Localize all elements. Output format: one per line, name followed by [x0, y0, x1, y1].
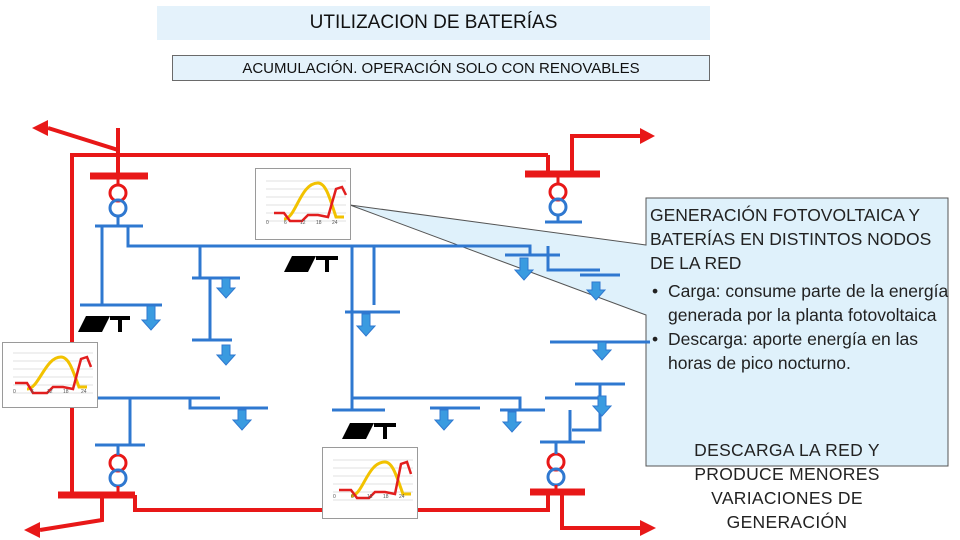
load-arrow	[140, 305, 162, 331]
x-tick: 24	[81, 389, 87, 395]
x-tick: 18	[383, 494, 389, 500]
callout-text: GENERACIÓN FOTOVOLTAICA Y BATERÍAS EN DI…	[650, 203, 950, 375]
load-arrow	[355, 313, 377, 337]
x-tick: 6	[31, 389, 34, 395]
x-tick: 12	[47, 389, 53, 395]
battery-icon	[110, 316, 130, 332]
x-tick: 24	[332, 220, 338, 226]
load-arrow	[585, 281, 607, 301]
load-arrow	[591, 341, 613, 361]
x-tick: 0	[13, 389, 16, 395]
load-arrow	[215, 277, 237, 299]
load-arrow	[433, 409, 455, 431]
pv-battery-symbol-center	[284, 256, 338, 272]
transformer-top-right	[548, 174, 568, 217]
x-tick: 18	[63, 389, 69, 395]
callout-bullet-list: Carga: consume parte de la energía gener…	[650, 279, 950, 375]
transformer-bottom-left	[108, 453, 128, 495]
callout-bullet-carga: Carga: consume parte de la energía gener…	[650, 279, 950, 327]
x-tick: 6	[284, 220, 287, 226]
x-tick: 12	[367, 494, 373, 500]
pv-panel-icon	[342, 423, 374, 439]
page-title: UTILIZACION DE BATERÍAS	[157, 6, 710, 40]
battery-icon	[316, 256, 338, 272]
x-tick: 12	[300, 220, 306, 226]
battery-icon	[374, 423, 396, 439]
load-arrow	[591, 395, 613, 417]
mini-chart-left: 0 6 12 18 24	[2, 342, 98, 408]
page-subtitle: ACUMULACIÓN. OPERACIÓN SOLO CON RENOVABL…	[172, 55, 710, 81]
x-tick: 0	[266, 220, 269, 226]
load-arrow	[513, 257, 535, 281]
x-tick: 0	[333, 494, 336, 500]
load-arrow	[215, 344, 237, 366]
callout-heading: GENERACIÓN FOTOVOLTAICA Y BATERÍAS EN DI…	[650, 205, 932, 273]
load-arrow	[501, 411, 523, 433]
pv-battery-symbol-bottom	[342, 423, 396, 439]
x-tick: 18	[316, 220, 322, 226]
transformer-bottom-right	[546, 452, 566, 492]
conclusion-text: DESCARGA LA RED Y PRODUCE MENORES VARIAC…	[694, 440, 880, 532]
x-tick: 6	[351, 494, 354, 500]
mini-chart-bottom: 0 6 12 18 24	[322, 447, 418, 519]
pv-battery-symbol-left	[78, 316, 130, 332]
callout-bullet-descarga: Descarga: aporte energía en las horas de…	[650, 327, 950, 375]
load-arrow	[231, 409, 253, 431]
transformer-top-left	[108, 176, 128, 218]
load-arrows	[140, 257, 613, 433]
pv-panel-icon	[284, 256, 316, 272]
mini-chart-top: 0 6 12 18 24	[255, 168, 351, 240]
x-tick: 24	[399, 494, 405, 500]
pv-panel-icon	[78, 316, 110, 332]
